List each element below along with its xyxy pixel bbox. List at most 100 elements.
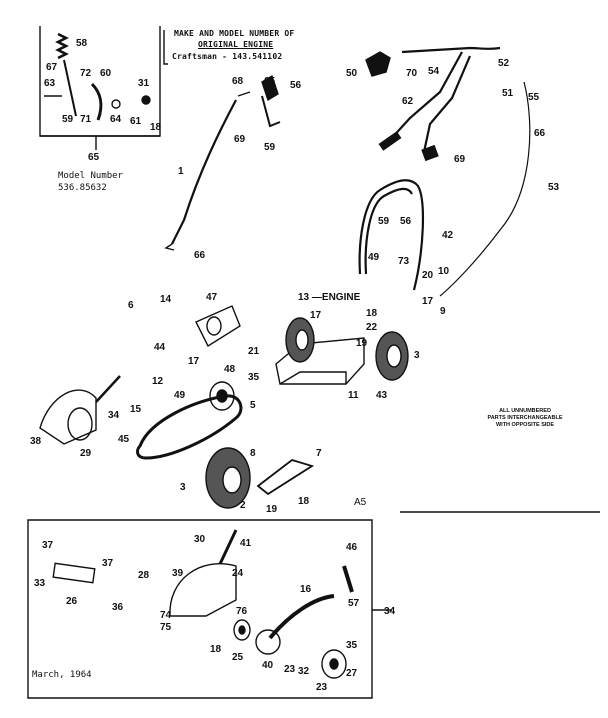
washer-64 xyxy=(111,99,121,109)
part-22: 22 xyxy=(366,322,378,333)
part-65b: 65 xyxy=(264,76,276,87)
nut-61 xyxy=(141,95,151,105)
part-44: 44 xyxy=(154,342,166,353)
part-76: 76 xyxy=(236,606,248,617)
throttle-rod-1 xyxy=(164,99,237,251)
part-62: 62 xyxy=(402,96,414,107)
engine-47 xyxy=(195,305,241,348)
part-15: 15 xyxy=(130,404,142,415)
part-17c: 17 xyxy=(188,356,200,367)
part-68: 68 xyxy=(232,76,244,87)
part-18d: 18 xyxy=(210,644,222,655)
throttle-50 xyxy=(365,51,391,77)
part-19b: 19 xyxy=(266,504,278,515)
part-57: 57 xyxy=(348,598,360,609)
control-cable-53 xyxy=(439,81,531,297)
part-54: 54 xyxy=(428,66,440,77)
part-37a: 37 xyxy=(42,540,54,551)
engine-header-line3: Craftsman - 143.541102 xyxy=(172,52,283,61)
part-2: 2 xyxy=(240,500,246,511)
part-31: 31 xyxy=(138,78,150,89)
part-19a: 19 xyxy=(356,338,368,349)
part-48: 48 xyxy=(224,364,236,375)
pulley-27 xyxy=(321,649,347,679)
part-56a: 56 xyxy=(290,80,302,91)
rod-72 xyxy=(63,59,77,117)
part-53: 53 xyxy=(548,182,560,193)
part-59a: 59 xyxy=(62,114,74,125)
handle-upper-62 xyxy=(378,46,501,162)
part-50: 50 xyxy=(346,68,358,79)
part-18a: 18 xyxy=(150,122,162,133)
part-39: 39 xyxy=(172,568,184,579)
part-29: 29 xyxy=(80,448,92,459)
handle-lower-42 xyxy=(358,179,424,291)
part-66a: 66 xyxy=(194,250,206,261)
header-bracket xyxy=(163,30,168,65)
part-72: 72 xyxy=(80,68,92,79)
part-20: 20 xyxy=(422,270,434,281)
part-71: 71 xyxy=(80,114,92,125)
part-18b: 18 xyxy=(366,308,378,319)
wheel-43 xyxy=(375,331,409,381)
note-line1: ALL UNNUMBERED xyxy=(499,408,551,414)
part-43: 43 xyxy=(376,390,388,401)
part-17b: 17 xyxy=(310,310,322,321)
part-26: 26 xyxy=(66,596,78,607)
part-59c: 59 xyxy=(378,216,390,227)
part-17a: 17 xyxy=(422,296,434,307)
part-21: 21 xyxy=(248,346,260,357)
wheel-2 xyxy=(205,447,251,509)
inset-box-top-left xyxy=(39,26,161,150)
part-34a: 34 xyxy=(108,410,120,421)
part-55: 55 xyxy=(528,92,540,103)
part-63: 63 xyxy=(44,78,56,89)
part-45: 45 xyxy=(118,434,130,445)
part-56b: 56 xyxy=(400,216,412,227)
part-60: 60 xyxy=(100,68,112,79)
bracket-19 xyxy=(256,459,315,496)
part-11: 11 xyxy=(348,390,359,401)
pin-41 xyxy=(218,529,238,565)
guard-39 xyxy=(169,563,237,617)
part-18c: 18 xyxy=(298,496,310,507)
engine-label: 13 —ENGINE xyxy=(298,292,361,303)
part-35a: 35 xyxy=(248,372,260,383)
belt-45 xyxy=(136,394,243,460)
part-14: 14 xyxy=(160,294,172,305)
part-73: 73 xyxy=(398,256,410,267)
part-23a: 23 xyxy=(284,664,296,675)
part-61: 61 xyxy=(130,116,142,127)
part-52: 52 xyxy=(498,58,510,69)
part-5: 5 xyxy=(250,400,256,411)
part-49b: 49 xyxy=(174,390,186,401)
part-67: 67 xyxy=(46,62,58,73)
part-27: 27 xyxy=(346,668,358,679)
pulley-4 xyxy=(209,381,235,411)
part-3b: 3 xyxy=(180,482,186,493)
part-74: 74 xyxy=(160,610,172,621)
part-9: 9 xyxy=(440,306,446,317)
part-51: 51 xyxy=(502,88,514,99)
spacer-40 xyxy=(255,629,281,655)
part-36: 36 xyxy=(112,602,124,613)
part-28: 28 xyxy=(138,570,150,581)
part-30: 30 xyxy=(194,534,206,545)
model-number-label: Model Number xyxy=(58,171,124,181)
throttle-control-65 xyxy=(237,74,281,128)
bearing-25 xyxy=(233,619,251,641)
part-24: 24 xyxy=(232,568,244,579)
part-65a: 65 xyxy=(88,152,100,163)
part-7: 7 xyxy=(316,448,322,459)
date-label: March, 1964 xyxy=(32,670,92,680)
part-69b: 69 xyxy=(454,154,466,165)
throttle-lever-60 xyxy=(90,82,103,121)
part-38: 38 xyxy=(30,436,42,447)
shield-26 xyxy=(52,562,96,584)
part-labels: 58 67 72 60 63 31 59 71 64 61 18 65 68 6… xyxy=(30,38,560,693)
part-37b: 37 xyxy=(102,558,114,569)
part-35b: 35 xyxy=(346,640,358,651)
part-12: 12 xyxy=(152,376,164,387)
model-number-value: 536.85632 xyxy=(58,183,107,193)
